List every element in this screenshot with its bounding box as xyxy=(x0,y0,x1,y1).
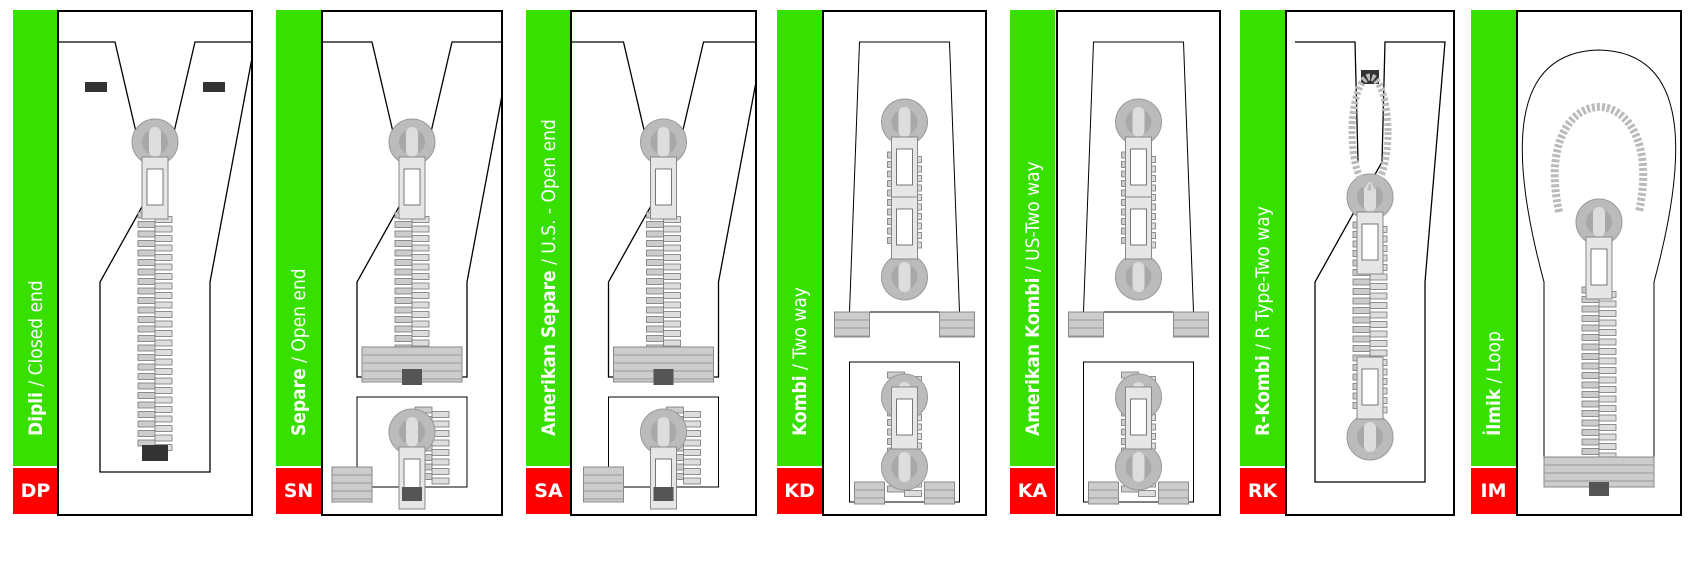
zipper-slider xyxy=(640,118,687,220)
zipper-box-pin xyxy=(1173,311,1209,338)
title-bar: Amerikan Separe / U.S. - Open end xyxy=(526,10,571,466)
zipper-card-kd: Kombi / Two way KD xyxy=(777,10,987,516)
title-bar: R-Kombi / R Type-Two way xyxy=(1240,10,1285,466)
zipper-slider xyxy=(1115,386,1162,491)
zipper-box-pin xyxy=(854,481,885,505)
zipper-code-badge: KD xyxy=(777,468,822,514)
zipper-illustration xyxy=(1295,41,1446,483)
zipper-description: / Open end xyxy=(287,268,310,369)
zipper-slider xyxy=(388,118,436,220)
zipper-description: / U.S. - Open end xyxy=(537,119,560,271)
zipper-name: Amerikan Kombi xyxy=(1021,277,1044,436)
zipper-code-badge: IM xyxy=(1471,468,1516,514)
zipper-illustration xyxy=(323,41,501,510)
zipper-card-im: İlmik / Loop IM xyxy=(1471,10,1682,516)
zipper-title: Kombi / Two way xyxy=(789,287,811,436)
zipper-title: Dipli / Closed end xyxy=(25,280,47,436)
zipper-slider xyxy=(131,118,179,220)
zipper-box-pin xyxy=(331,466,373,503)
zipper-teeth xyxy=(137,211,173,451)
zipper-slider xyxy=(881,386,928,491)
zipper-card-ka: Amerikan Kombi / US-Two way KA xyxy=(1010,10,1221,516)
zipper-name: Amerikan Separe xyxy=(537,270,560,436)
retainer-box xyxy=(402,487,422,501)
zipper-title: Separe / Open end xyxy=(288,268,310,436)
loop-teeth xyxy=(1550,103,1648,213)
title-bar: Kombi / Two way xyxy=(777,10,822,466)
zipper-card-rk: R-Kombi / R Type-Two way RK xyxy=(1240,10,1455,516)
zipper-title: Amerikan Kombi / US-Two way xyxy=(1022,161,1044,436)
zipper-illustration xyxy=(572,41,755,510)
zipper-illustration-frame xyxy=(57,10,253,516)
title-bar: Separe / Open end xyxy=(276,10,321,466)
zipper-slider xyxy=(881,98,928,200)
zipper-description: / R Type-Two way xyxy=(1251,206,1274,356)
zipper-box-pin xyxy=(1158,481,1189,505)
zipper-slider xyxy=(1115,98,1162,200)
zipper-teeth xyxy=(394,211,430,356)
zipper-code-badge: RK xyxy=(1240,468,1285,514)
zipper-box-pin xyxy=(583,466,624,503)
zipper-illustration-frame xyxy=(321,10,503,516)
zipper-card-sa: Amerikan Separe / U.S. - Open end SA xyxy=(526,10,757,516)
zipper-card-sn: Separe / Open end SN xyxy=(276,10,503,516)
zipper-illustration-frame xyxy=(1056,10,1221,516)
title-bar: İlmik / Loop xyxy=(1471,10,1516,466)
zipper-name: İlmik xyxy=(1482,388,1505,436)
zipper-illustration-frame xyxy=(570,10,757,516)
title-bar: Amerikan Kombi / US-Two way xyxy=(1010,10,1055,466)
bottom-stop xyxy=(142,445,168,461)
zipper-slider xyxy=(1346,173,1394,275)
zipper-illustration-frame xyxy=(1516,10,1682,516)
zipper-box-pin xyxy=(834,311,870,338)
zipper-name: Dipli xyxy=(24,392,47,436)
retainer-box xyxy=(1589,482,1609,496)
zipper-name: Separe xyxy=(287,368,310,436)
zipper-box-pin xyxy=(924,481,955,505)
retainer-box xyxy=(653,369,674,385)
zipper-description: / US-Two way xyxy=(1021,161,1044,278)
zipper-description: / Closed end xyxy=(24,280,47,392)
title-bar: Dipli / Closed end xyxy=(13,10,58,466)
zipper-code-badge: SN xyxy=(276,468,321,514)
zipper-illustration xyxy=(59,41,251,473)
zipper-title: İlmik / Loop xyxy=(1483,331,1505,436)
zipper-box-pin xyxy=(1068,311,1104,338)
zipper-title: Amerikan Separe / U.S. - Open end xyxy=(538,119,560,436)
zipper-card-dp: Dipli / Closed end DP xyxy=(13,10,253,516)
zipper-name: Kombi xyxy=(788,375,811,436)
retainer-box xyxy=(653,487,674,501)
loop-teeth xyxy=(1348,73,1392,191)
zipper-illustration xyxy=(834,41,975,505)
zipper-description: / Loop xyxy=(1482,331,1505,389)
zipper-illustration-frame xyxy=(1285,10,1455,516)
top-stop xyxy=(85,82,107,92)
zipper-slider xyxy=(881,196,928,301)
zipper-box-pin xyxy=(1088,481,1119,505)
top-stop xyxy=(203,82,225,92)
zipper-title: R-Kombi / R Type-Two way xyxy=(1252,206,1274,436)
zipper-slider xyxy=(640,408,687,510)
retainer-box xyxy=(402,369,422,385)
zipper-name: R-Kombi xyxy=(1251,355,1274,436)
zipper-code-badge: KA xyxy=(1010,468,1055,514)
zipper-code-badge: SA xyxy=(526,468,571,514)
zipper-box-pin xyxy=(939,311,975,338)
zipper-code-badge: DP xyxy=(13,468,58,514)
zipper-illustration xyxy=(1068,41,1209,505)
zipper-slider xyxy=(1575,198,1623,300)
zipper-slider xyxy=(1115,196,1162,301)
zipper-illustration-frame xyxy=(822,10,987,516)
zipper-box-pin xyxy=(613,346,714,383)
zipper-description: / Two way xyxy=(788,287,811,376)
zipper-slider xyxy=(1346,356,1394,461)
zipper-illustration xyxy=(1521,49,1677,496)
